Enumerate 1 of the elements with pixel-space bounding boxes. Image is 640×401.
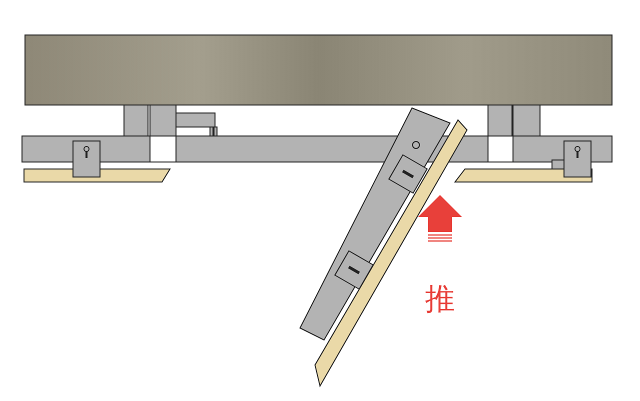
instruction-text: 推: [425, 285, 455, 315]
